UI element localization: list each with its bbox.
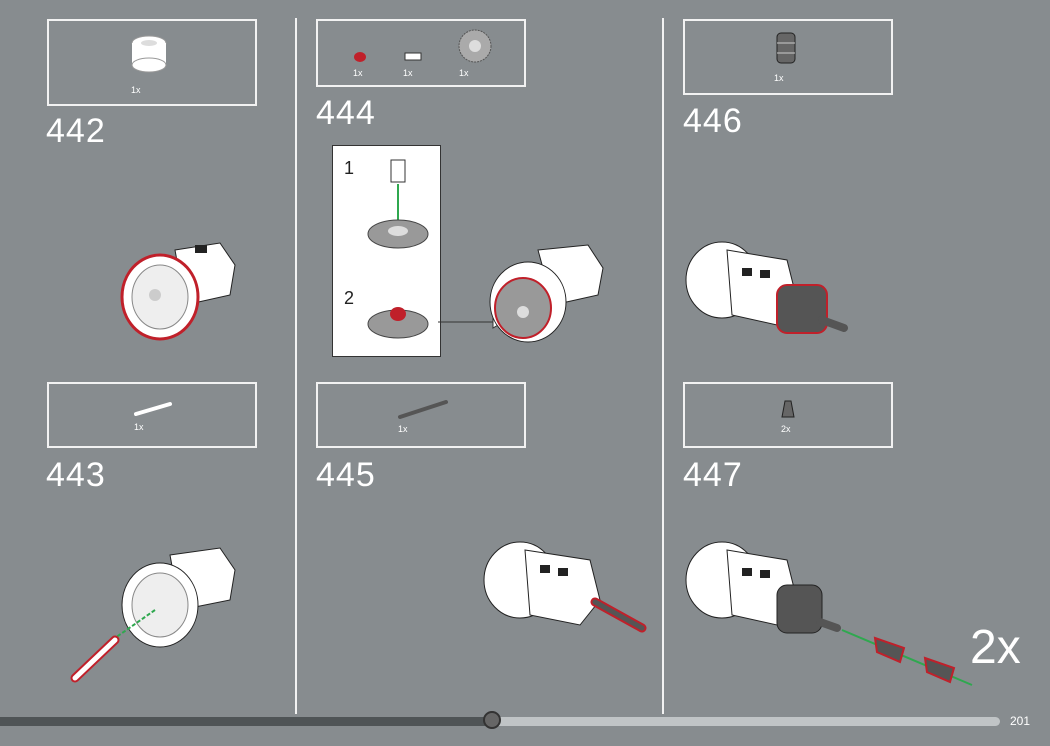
page-number: 201 xyxy=(1010,714,1031,728)
substep-panel: 1 2 xyxy=(332,145,441,357)
parts-box-443: 1x xyxy=(47,382,257,448)
column-divider xyxy=(662,18,664,714)
red-plate-part-icon xyxy=(354,52,366,62)
step-number: 447 xyxy=(683,456,743,494)
substep-illustration xyxy=(367,159,429,339)
progress-thumb[interactable] xyxy=(483,711,501,729)
connector-part-icon xyxy=(404,52,422,61)
bush-part-icon xyxy=(776,32,796,64)
step-number: 445 xyxy=(316,456,376,494)
part-qty: 1x xyxy=(774,73,784,83)
model-443-illustration xyxy=(70,547,236,683)
gear-part-icon xyxy=(458,29,492,63)
parts-box-442: 1x xyxy=(47,19,257,106)
substep-number: 2 xyxy=(344,288,355,308)
model-444-illustration xyxy=(438,244,604,343)
part-qty: 1x xyxy=(398,424,408,434)
axle-part-icon xyxy=(134,402,172,416)
step-number: 446 xyxy=(683,102,743,140)
model-445-illustration xyxy=(483,541,647,633)
model-446-illustration xyxy=(685,241,848,334)
model-442-illustration xyxy=(120,242,236,341)
cone-part-icon xyxy=(781,400,795,418)
parts-box-446: 1x xyxy=(683,19,893,95)
part-qty: 1x xyxy=(131,85,141,95)
part-qty: 2x xyxy=(781,424,791,434)
model-447-illustration xyxy=(685,541,973,686)
step-multiplier: 2x xyxy=(970,621,1021,674)
cylinder-part-icon xyxy=(131,35,167,73)
step-number: 443 xyxy=(46,456,106,494)
part-qty: 1x xyxy=(134,422,144,432)
parts-box-444: 1x 1x 1x xyxy=(316,19,526,87)
part-qty: 1x xyxy=(403,68,413,78)
progress-fill xyxy=(0,717,490,726)
step-number: 442 xyxy=(46,112,106,150)
substep-number: 1 xyxy=(344,158,355,178)
parts-box-445: 1x xyxy=(316,382,526,448)
column-divider xyxy=(295,18,297,714)
part-qty: 1x xyxy=(459,68,469,78)
step-number: 444 xyxy=(316,94,376,132)
axle-part-icon xyxy=(398,400,448,419)
parts-box-447: 2x xyxy=(683,382,893,448)
part-qty: 1x xyxy=(353,68,363,78)
